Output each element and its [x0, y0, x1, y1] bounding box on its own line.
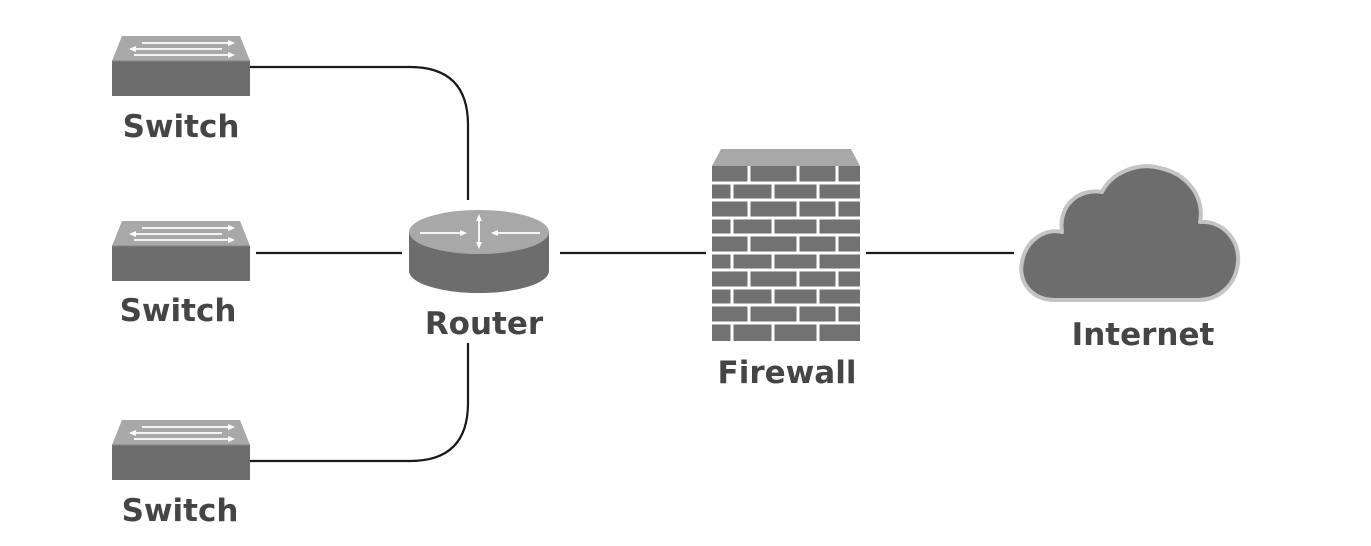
- switch-bottom: Switch: [112, 420, 250, 529]
- router-label: Router: [425, 306, 544, 342]
- switch-top-label: Switch: [123, 109, 240, 145]
- link-switch-top-router: [250, 65, 470, 200]
- internet-label: Internet: [1072, 317, 1215, 353]
- switch-top: Switch: [112, 36, 250, 145]
- network-switch-icon: [112, 36, 250, 96]
- brick-firewall-icon: [712, 149, 860, 341]
- switch-middle-label: Switch: [120, 293, 237, 329]
- router: Router: [409, 210, 549, 342]
- internet: Internet: [1019, 164, 1241, 353]
- firewall-label: Firewall: [718, 355, 857, 391]
- switch-bottom-label: Switch: [122, 493, 239, 529]
- network-switch-icon: [112, 420, 250, 480]
- switch-middle: Switch: [112, 221, 250, 329]
- firewall: Firewall: [712, 149, 860, 391]
- cloud-icon: [1019, 164, 1241, 302]
- connections: [250, 65, 1014, 463]
- link-switch-bottom-router: [250, 343, 470, 463]
- network-switch-icon: [112, 221, 250, 281]
- router-icon: [409, 210, 549, 293]
